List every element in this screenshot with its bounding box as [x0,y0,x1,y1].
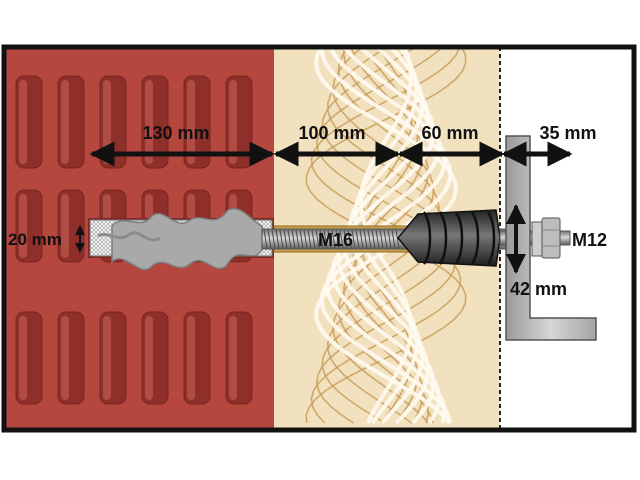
bracket-body [505,135,597,341]
mortar-blobs [111,208,263,271]
thread-line [371,229,376,249]
brick-hole-highlight [61,80,69,164]
mortar-streak [97,231,161,242]
brick-hole-highlight [61,194,69,258]
thread-line [283,229,288,249]
label-insulation-depth: 100 mm [298,123,365,143]
thread-line [307,229,312,249]
brick-hole-highlight [145,316,153,400]
plug-ribs [422,211,496,265]
plug-rib [454,211,464,265]
thread-line [355,229,360,249]
thread-line [383,229,388,249]
thread-line [391,229,396,249]
hex-nut [541,217,561,259]
thread-line [319,229,324,249]
label-gap-depth: 60 mm [421,123,478,143]
thread-line [263,229,268,249]
thread-line [351,229,356,249]
brick-hole-highlight [61,316,69,400]
label-masonry-depth: 130 mm [142,123,209,143]
dimension-arrows [75,141,573,274]
diagram-frame [1,44,637,433]
thread-line [343,229,348,249]
brick-hole-highlight [229,316,237,400]
thread-line [347,229,352,249]
thread-line [275,229,280,249]
brick-hole-highlight [187,316,195,400]
brick-hole-highlight [145,80,153,164]
washer [531,221,543,257]
brick-hole-highlight [103,80,111,164]
thread-line [375,229,380,249]
label-bolt: M12 [572,230,607,250]
thread-line [295,229,300,249]
plug-rib [438,211,448,265]
thread-line [379,229,384,249]
thread-line [303,229,308,249]
brick-hole-highlight [19,80,27,164]
thread-line [279,229,284,249]
brick-hole-highlight [19,194,27,258]
plug-rib [470,211,480,265]
thread-line [363,229,368,249]
thread-line [395,229,400,249]
thread-line [299,229,304,249]
thread-line [315,229,320,249]
brick-hole-highlight [19,316,27,400]
thread-line [323,229,328,249]
brick-hole-highlight [229,80,237,164]
thread-line [359,229,364,249]
label-main-rod: M16 [318,230,353,250]
thread-line [327,229,332,249]
label-hole-diameter: 20 mm [8,230,62,249]
thread-line [335,229,340,249]
plug-rib [422,211,432,265]
rod-threads [263,229,400,249]
label-bracket-depth: 35 mm [539,123,596,143]
thread-line [291,229,296,249]
thread-line [287,229,292,249]
thread-line [311,229,316,249]
brick-hole-highlight [187,80,195,164]
label-bracket-height: 42 mm [510,279,567,299]
plug-rib [486,211,496,265]
thread-line [387,229,392,249]
thread-line [339,229,344,249]
thread-line [367,229,372,249]
angle-bracket [505,135,597,341]
thread-line [271,229,276,249]
thread-line [331,229,336,249]
thread-line [267,229,272,249]
brick-hole-highlight [103,316,111,400]
